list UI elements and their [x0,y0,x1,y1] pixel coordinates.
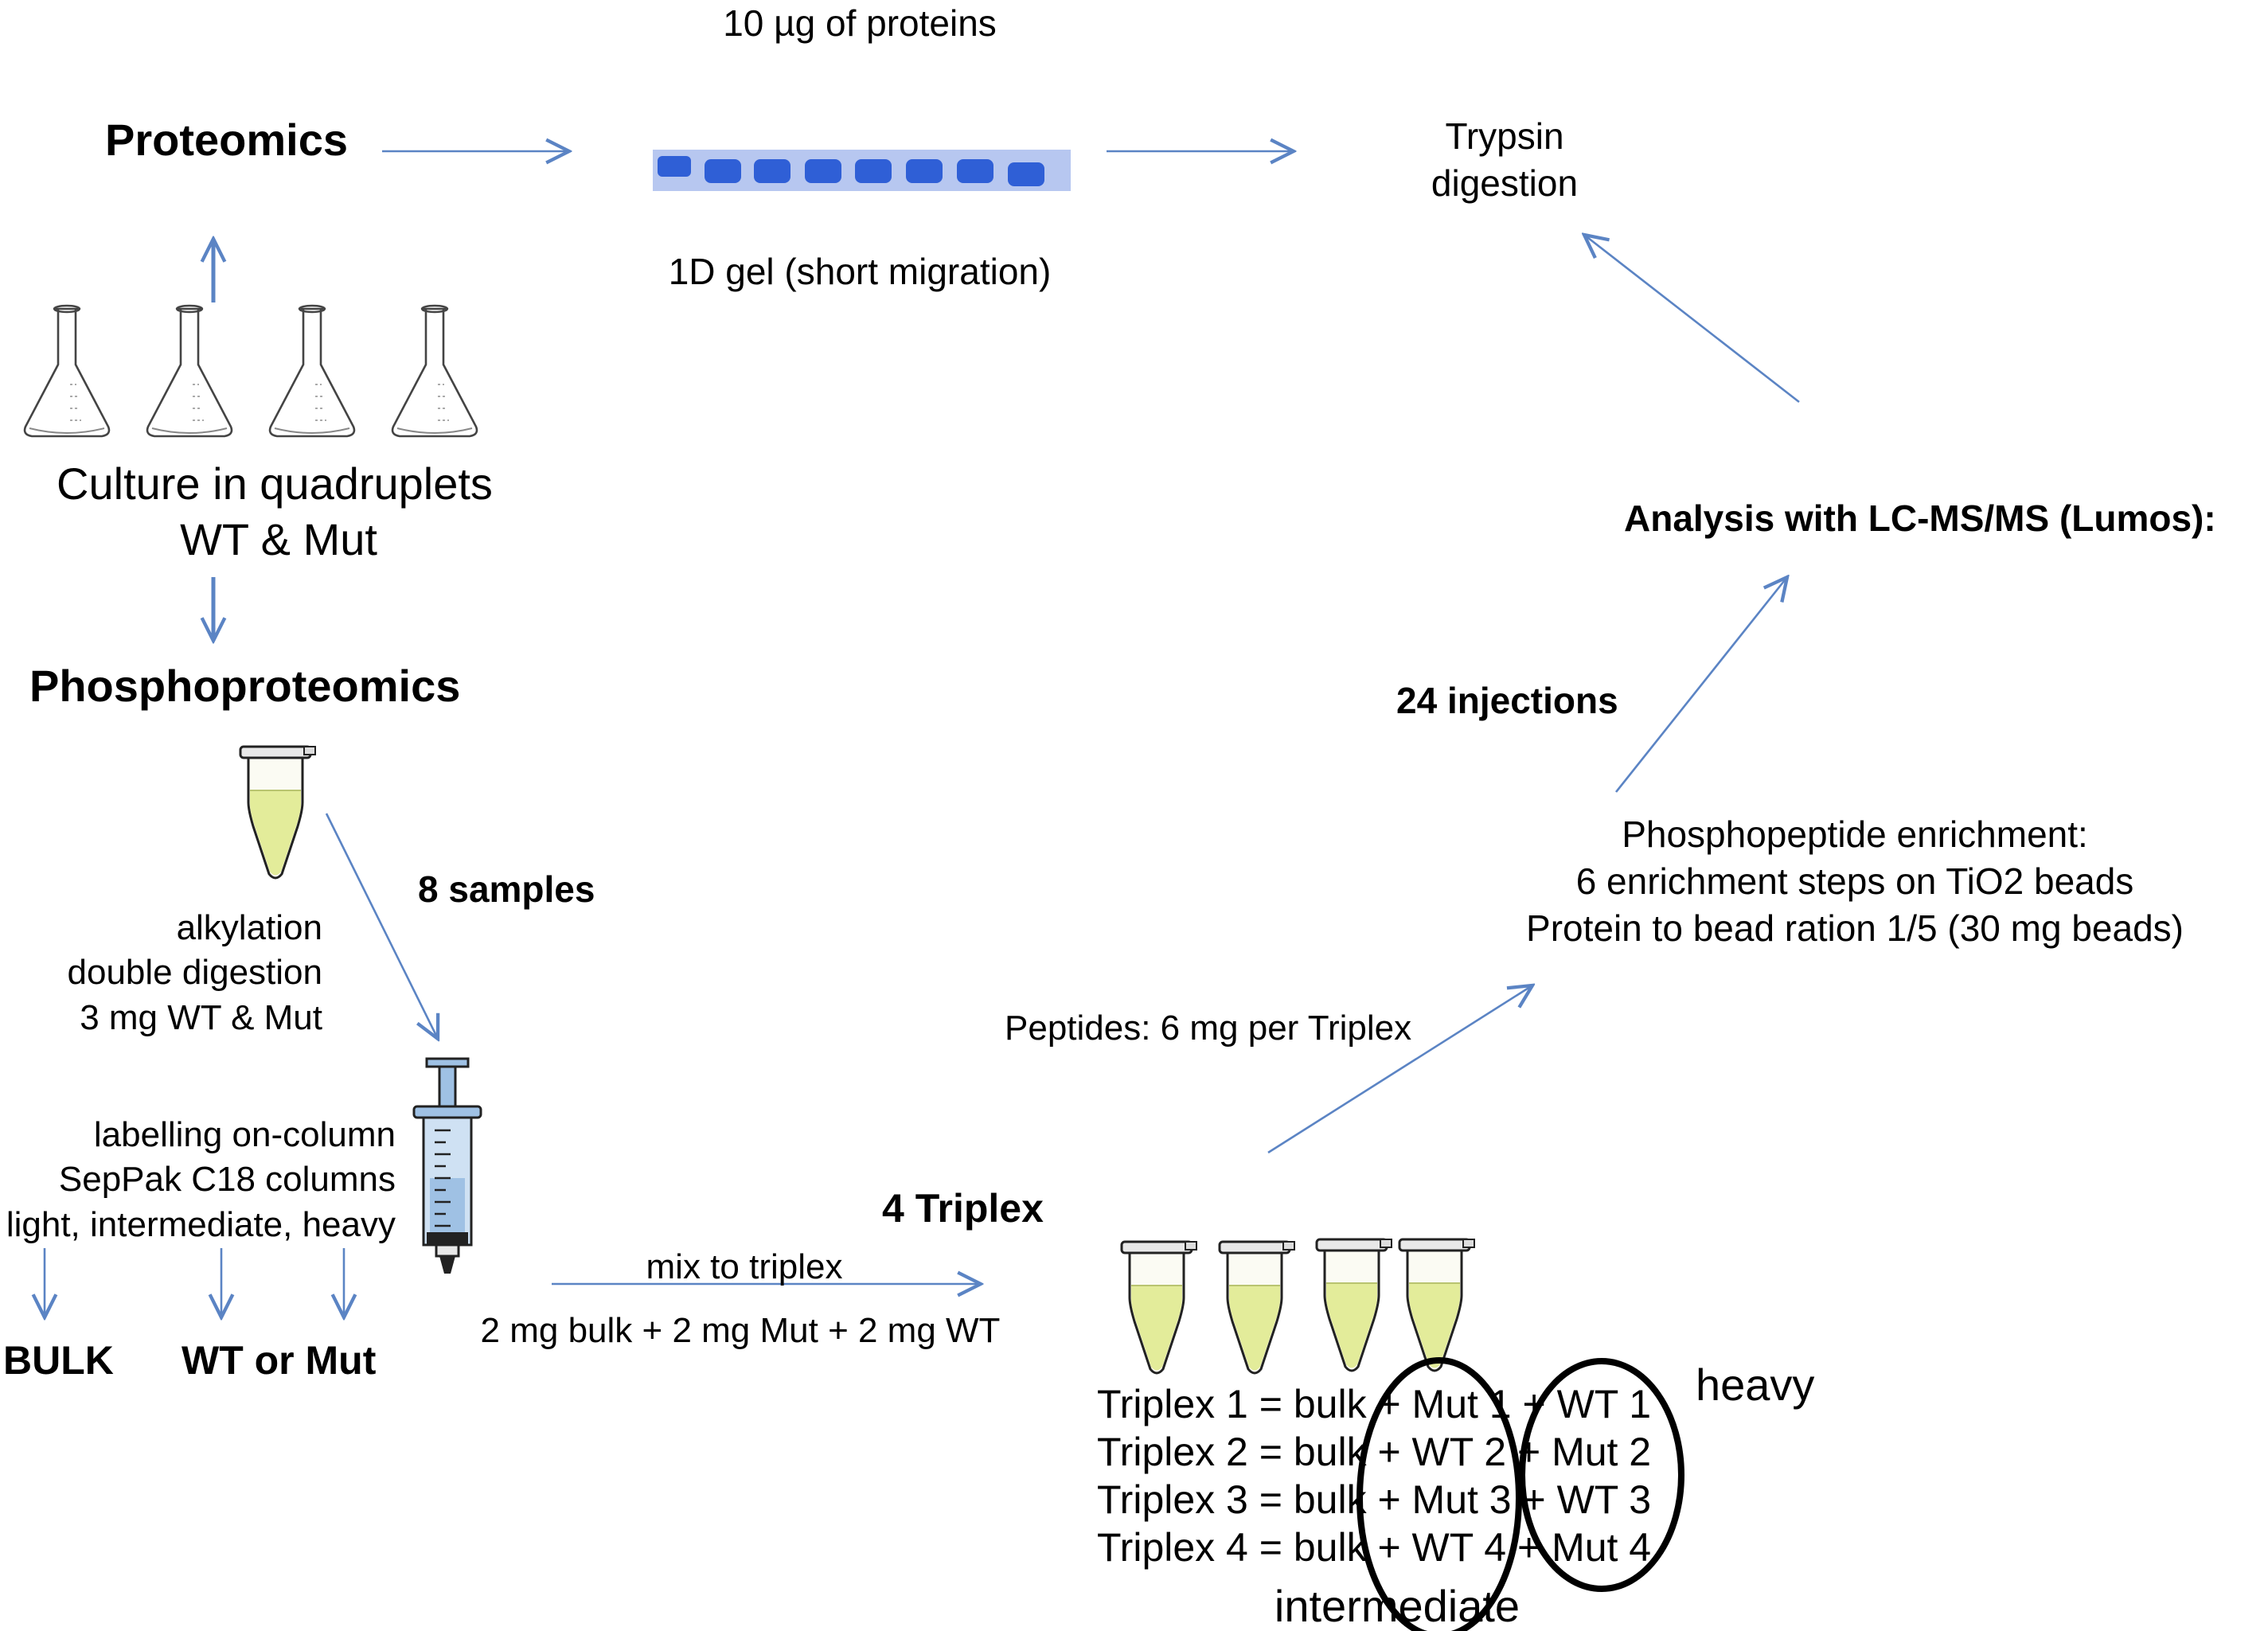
flask-icon-2 [146,304,233,438]
triplex-count-title: 4 Triplex [882,1186,1044,1231]
injections-count: 24 injections [1396,680,1618,721]
analysis-title: Analysis with LC-MS/MS (Lumos): [1624,497,2216,539]
flask-icon-4 [391,304,478,438]
enrichment-line1: Phosphopeptide enrichment: [1622,814,2088,855]
culture-label-line1: Culture in quadruplets [57,458,493,509]
gel-image [653,150,1071,191]
phospho-tube-icon [239,745,317,880]
gel-caption: 1D gel (short migration) [668,251,1052,292]
intermediate-label: intermediate [1274,1581,1520,1631]
phosphoproteomics-title: Phosphoproteomics [29,661,461,711]
intermediate-channel-ellipse [1357,1357,1522,1631]
arrow-tube-to-syringe [325,813,438,1039]
arrow-triplex-to-enrichment [1267,985,1532,1154]
trypsin-label-line1: Trypsin [1445,115,1564,157]
samples-count: 8 samples [418,868,595,910]
culture-label-line2: WT & Mut [180,514,377,564]
triplex-line-3: Triplex 3 = bulk + Mut 3 + WT 3 [1097,1477,1652,1522]
top-protein-amount: 10 µg of proteins [723,2,997,44]
syringe-icon [412,1057,482,1274]
bulk-label: BULK [3,1338,114,1383]
triplex-tube-icon-4 [1398,1238,1476,1372]
triplex-line-1: Triplex 1 = bulk + Mut 1 + WT 1 [1097,1382,1652,1426]
enrichment-line3: Protein to bead ration 1/5 (30 mg beads) [1526,907,2184,949]
triplex-tube-icon-3 [1315,1238,1393,1372]
triplex-line-2: Triplex 2 = bulk + WT 2 + Mut 2 [1097,1430,1652,1474]
flask-icon-3 [268,304,356,438]
proteomics-title: Proteomics [105,115,348,165]
triplex-tube-icon-1 [1120,1240,1198,1375]
triplex-tube-icon-2 [1218,1240,1296,1375]
trypsin-label-line2: digestion [1431,162,1579,204]
mix-amounts: 2 mg bulk + 2 mg Mut + 2 mg WT [480,1311,1001,1350]
enrichment-line2: 6 enrichment steps on TiO2 beads [1575,860,2134,902]
arrow-enrichment-to-analysis [1614,577,1787,793]
wt-or-mut-label: WT or Mut [182,1338,377,1383]
triplex-line-4: Triplex 4 = bulk + WT 4 + Mut 4 [1097,1525,1652,1570]
flask-icon-1 [23,304,111,438]
arrow-analysis-to-trypsin [1584,235,1800,404]
peptides-label: Peptides: 6 mg per Triplex [1005,1009,1412,1048]
labelling-steps: labelling on-column SepPak C18 columns l… [6,1115,396,1244]
heavy-channel-ellipse [1519,1358,1684,1592]
heavy-label: heavy [1696,1360,1815,1410]
digestion-steps: alkylation double digestion 3 mg WT & Mu… [67,908,322,1037]
mix-label: mix to triplex [646,1247,843,1286]
